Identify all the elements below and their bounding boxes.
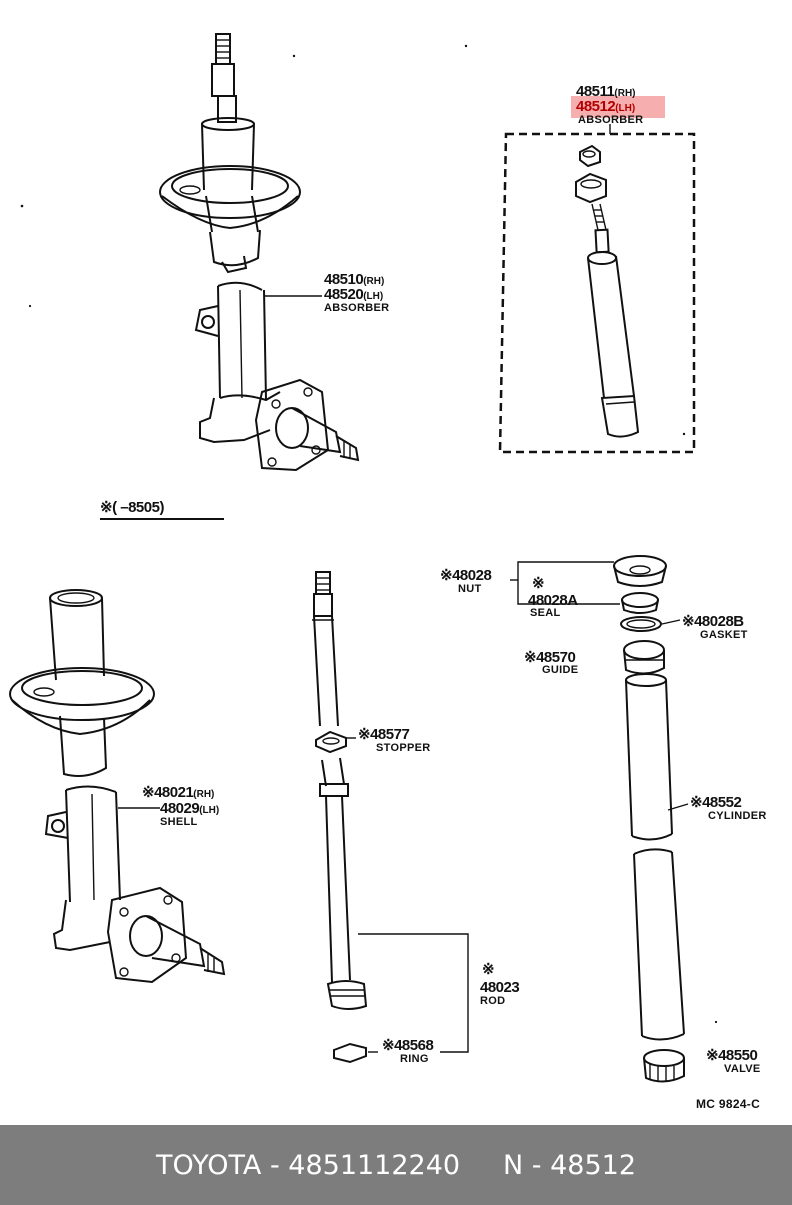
label-cylinder-name: CYLINDER (708, 810, 767, 822)
label-valve-num: ※48550 (706, 1047, 758, 1064)
diagram-code: MC 9824-C (696, 1097, 761, 1111)
label-cylinder-num: ※48552 (690, 794, 742, 811)
label-gasket-name: GASKET (700, 629, 748, 641)
label-nut-num: ※48028 (440, 567, 492, 584)
label-guide-name: GUIDE (542, 664, 579, 676)
label-rod-name: ROD (480, 995, 506, 1007)
label-absorber-48512[interactable]: 48512(LH) (576, 98, 636, 115)
label-shell-48021: ※48021(RH) (142, 784, 215, 801)
footer-n-label: N (503, 1149, 524, 1181)
label-absorber-48510: 48510(RH) (324, 271, 385, 288)
label-seal-name: SEAL (530, 607, 561, 619)
strut-assembly-top-left (159, 33, 360, 472)
label-shell-48029: 48029(LH) (160, 800, 220, 817)
label-ring-num: ※48568 (382, 1037, 434, 1054)
cylinder-parts (510, 555, 689, 1083)
footer-sep-1: - (261, 1149, 289, 1181)
label-nut-name: NUT (458, 583, 482, 595)
label-seal-mark: ※ (532, 575, 545, 592)
label-rod-mark: ※ (482, 961, 495, 978)
footer-part-number: 4851112240 (288, 1149, 461, 1181)
footer-n-value: 48512 (550, 1149, 637, 1181)
label-rod-num: 48023 (480, 979, 520, 996)
footer-gap (460, 1150, 503, 1181)
label-valve-name: VALVE (724, 1063, 761, 1075)
footer-bar: TOYOTA - 4851112240 N - 48512 (0, 1125, 792, 1205)
label-absorber-name-mid: ABSORBER (324, 302, 390, 314)
date-note: ※( –8505) (100, 499, 164, 516)
footer-brand: TOYOTA (155, 1149, 262, 1181)
label-absorber-48511: 48511(RH) (576, 83, 636, 100)
label-stopper-name: STOPPER (376, 742, 431, 754)
label-seal-num: 48028A (528, 592, 578, 609)
label-absorber-name-top: ABSORBER (578, 114, 644, 126)
highlight-48512 (571, 96, 665, 118)
label-shell-name: SHELL (160, 816, 198, 828)
label-absorber-48520: 48520(LH) (324, 286, 384, 303)
label-gasket-num: ※48028B (682, 613, 744, 630)
label-stopper-num: ※48577 (358, 726, 410, 743)
rod-assembly (312, 571, 469, 1064)
shell-assembly (9, 589, 226, 984)
label-guide-num: ※48570 (524, 649, 576, 666)
footer-sep-2: - (523, 1149, 551, 1181)
absorber-kit-box (498, 124, 696, 454)
parts-diagram (9, 33, 718, 1083)
label-ring-name: RING (400, 1053, 429, 1065)
